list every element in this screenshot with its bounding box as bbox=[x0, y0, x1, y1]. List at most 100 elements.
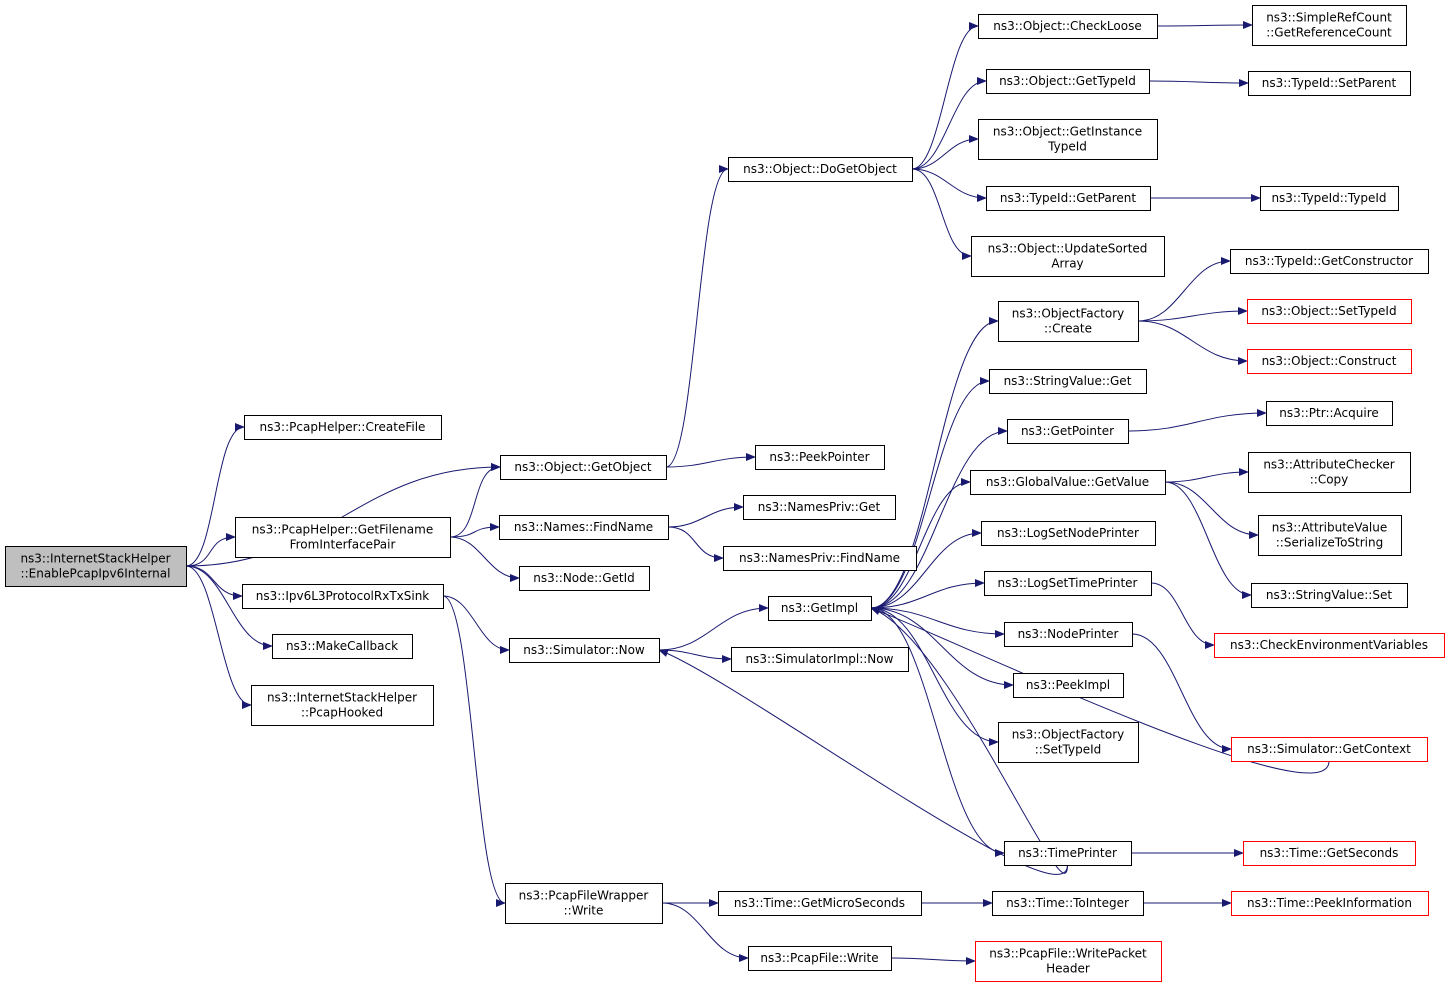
node-box-namespriv_findname[interactable] bbox=[723, 546, 917, 571]
node-box-pcaphooked[interactable] bbox=[251, 685, 434, 726]
node-box-getpointer[interactable] bbox=[1007, 419, 1129, 444]
node-stringvalue_set[interactable]: ns3::StringValue::Set bbox=[1251, 583, 1408, 608]
node-objectfactory_settypeid[interactable]: ns3::ObjectFactory::SetTypeId bbox=[998, 722, 1139, 763]
node-object_construct[interactable]: ns3::Object::Construct bbox=[1247, 349, 1412, 374]
node-box-time_tointeger[interactable] bbox=[992, 891, 1144, 916]
node-box-timeprinter[interactable] bbox=[1004, 841, 1132, 866]
node-globalvalue_getvalue[interactable]: ns3::GlobalValue::GetValue bbox=[970, 470, 1166, 495]
node-attributechecker_copy[interactable]: ns3::AttributeChecker::Copy bbox=[1248, 452, 1411, 493]
node-box-peekpointer[interactable] bbox=[755, 445, 885, 470]
node-box-object_getinstancetypeid[interactable] bbox=[978, 119, 1158, 160]
node-box-getimpl[interactable] bbox=[768, 596, 872, 621]
node-box-simulatorimpl_now[interactable] bbox=[731, 647, 909, 672]
node-pcap_getfilename[interactable]: ns3::PcapHelper::GetFilenameFromInterfac… bbox=[235, 517, 451, 558]
node-makecallback[interactable]: ns3::MakeCallback bbox=[272, 634, 413, 659]
node-box-typeid_setparent[interactable] bbox=[1248, 71, 1411, 96]
node-box-typeid_getparent[interactable] bbox=[986, 186, 1151, 211]
node-box-object_getobject[interactable] bbox=[500, 455, 667, 480]
node-box-simulator_now[interactable] bbox=[509, 638, 660, 663]
node-peekimpl[interactable]: ns3::PeekImpl bbox=[1013, 673, 1124, 698]
node-namespriv_get[interactable]: ns3::NamesPriv::Get bbox=[743, 495, 896, 520]
node-pcapfilewrapper_write[interactable]: ns3::PcapFileWrapper::Write bbox=[505, 883, 663, 924]
node-box-time_peekinformation[interactable] bbox=[1231, 891, 1429, 916]
node-box-node_getid[interactable] bbox=[519, 566, 650, 591]
node-box-checkenvironmentvariables[interactable] bbox=[1214, 633, 1445, 658]
node-nodeprinter[interactable]: ns3::NodePrinter bbox=[1004, 622, 1133, 647]
node-names_findname[interactable]: ns3::Names::FindName bbox=[499, 515, 669, 540]
node-object_settypeid[interactable]: ns3::Object::SetTypeId bbox=[1247, 299, 1412, 324]
node-box-objectfactory_settypeid[interactable] bbox=[998, 722, 1139, 763]
node-object_dogetobject[interactable]: ns3::Object::DoGetObject bbox=[728, 157, 913, 182]
node-box-pcapfile_writepacketheader[interactable] bbox=[975, 941, 1162, 982]
node-getimpl[interactable]: ns3::GetImpl bbox=[768, 596, 872, 621]
node-box-simulator_getcontext[interactable] bbox=[1231, 737, 1428, 762]
node-pcap_createfile[interactable]: ns3::PcapHelper::CreateFile bbox=[244, 415, 442, 440]
node-pcaphooked[interactable]: ns3::InternetStackHelper::PcapHooked bbox=[251, 685, 434, 726]
node-typeid_getconstructor[interactable]: ns3::TypeId::GetConstructor bbox=[1230, 249, 1429, 274]
node-objectfactory_create[interactable]: ns3::ObjectFactory::Create bbox=[998, 301, 1139, 342]
node-box-object_checkloose[interactable] bbox=[978, 14, 1158, 39]
node-box-logsettimeprinter[interactable] bbox=[984, 571, 1152, 596]
node-box-time_getmicroseconds[interactable] bbox=[718, 891, 922, 916]
node-box-typeid_typeid[interactable] bbox=[1260, 186, 1399, 211]
node-box-logsetnodeprinter[interactable] bbox=[981, 521, 1156, 546]
node-node_getid[interactable]: ns3::Node::GetId bbox=[519, 566, 650, 591]
node-ipv6l3_sink[interactable]: ns3::Ipv6L3ProtocolRxTxSink bbox=[242, 584, 444, 609]
node-attributevalue_serializetostring[interactable]: ns3::AttributeValue::SerializeToString bbox=[1258, 515, 1402, 556]
node-box-object_updatesortedarray[interactable] bbox=[971, 236, 1165, 277]
node-box-makecallback[interactable] bbox=[272, 634, 413, 659]
node-logsettimeprinter[interactable]: ns3::LogSetTimePrinter bbox=[984, 571, 1152, 596]
node-box-object_settypeid[interactable] bbox=[1247, 299, 1412, 324]
node-box-object_gettypeid[interactable] bbox=[986, 69, 1150, 94]
node-box-root[interactable] bbox=[5, 546, 187, 587]
node-timeprinter[interactable]: ns3::TimePrinter bbox=[1004, 841, 1132, 866]
node-object_checkloose[interactable]: ns3::Object::CheckLoose bbox=[978, 14, 1158, 39]
node-peekpointer[interactable]: ns3::PeekPointer bbox=[755, 445, 885, 470]
node-box-attributevalue_serializetostring[interactable] bbox=[1258, 515, 1402, 556]
node-simplerefcount_getreferencecount[interactable]: ns3::SimpleRefCount::GetReferenceCount bbox=[1252, 5, 1407, 46]
node-time_getseconds[interactable]: ns3::Time::GetSeconds bbox=[1243, 841, 1416, 866]
node-box-time_getseconds[interactable] bbox=[1243, 841, 1416, 866]
node-box-pcap_createfile[interactable] bbox=[244, 415, 442, 440]
node-box-pcapfile_write[interactable] bbox=[748, 946, 892, 971]
node-root[interactable]: ns3::InternetStackHelper::EnablePcapIpv6… bbox=[5, 546, 187, 587]
node-box-typeid_getconstructor[interactable] bbox=[1230, 249, 1429, 274]
node-stringvalue_get[interactable]: ns3::StringValue::Get bbox=[989, 369, 1147, 394]
node-ptr_acquire[interactable]: ns3::Ptr::Acquire bbox=[1266, 401, 1393, 426]
node-box-stringvalue_set[interactable] bbox=[1251, 583, 1408, 608]
node-namespriv_findname[interactable]: ns3::NamesPriv::FindName bbox=[723, 546, 917, 571]
node-object_gettypeid[interactable]: ns3::Object::GetTypeId bbox=[986, 69, 1150, 94]
node-box-globalvalue_getvalue[interactable] bbox=[970, 470, 1166, 495]
node-box-nodeprinter[interactable] bbox=[1004, 622, 1133, 647]
node-pcapfile_write[interactable]: ns3::PcapFile::Write bbox=[748, 946, 892, 971]
node-typeid_typeid[interactable]: ns3::TypeId::TypeId bbox=[1260, 186, 1399, 211]
node-typeid_setparent[interactable]: ns3::TypeId::SetParent bbox=[1248, 71, 1411, 96]
node-box-object_dogetobject[interactable] bbox=[728, 157, 913, 182]
node-simulator_getcontext[interactable]: ns3::Simulator::GetContext bbox=[1231, 737, 1428, 762]
node-box-stringvalue_get[interactable] bbox=[989, 369, 1147, 394]
node-simulator_now[interactable]: ns3::Simulator::Now bbox=[509, 638, 660, 663]
node-typeid_getparent[interactable]: ns3::TypeId::GetParent bbox=[986, 186, 1151, 211]
node-time_getmicroseconds[interactable]: ns3::Time::GetMicroSeconds bbox=[718, 891, 922, 916]
node-box-attributechecker_copy[interactable] bbox=[1248, 452, 1411, 493]
node-box-objectfactory_create[interactable] bbox=[998, 301, 1139, 342]
node-box-simplerefcount_getreferencecount[interactable] bbox=[1252, 5, 1407, 46]
node-box-ipv6l3_sink[interactable] bbox=[242, 584, 444, 609]
node-box-namespriv_get[interactable] bbox=[743, 495, 896, 520]
node-time_tointeger[interactable]: ns3::Time::ToInteger bbox=[992, 891, 1144, 916]
node-box-peekimpl[interactable] bbox=[1013, 673, 1124, 698]
node-box-ptr_acquire[interactable] bbox=[1266, 401, 1393, 426]
node-object_getobject[interactable]: ns3::Object::GetObject bbox=[500, 455, 667, 480]
node-box-pcapfilewrapper_write[interactable] bbox=[505, 883, 663, 924]
node-time_peekinformation[interactable]: ns3::Time::PeekInformation bbox=[1231, 891, 1429, 916]
node-box-names_findname[interactable] bbox=[499, 515, 669, 540]
node-checkenvironmentvariables[interactable]: ns3::CheckEnvironmentVariables bbox=[1214, 633, 1445, 658]
node-box-object_construct[interactable] bbox=[1247, 349, 1412, 374]
node-logsetnodeprinter[interactable]: ns3::LogSetNodePrinter bbox=[981, 521, 1156, 546]
node-box-pcap_getfilename[interactable] bbox=[235, 517, 451, 558]
node-simulatorimpl_now[interactable]: ns3::SimulatorImpl::Now bbox=[731, 647, 909, 672]
node-getpointer[interactable]: ns3::GetPointer bbox=[1007, 419, 1129, 444]
